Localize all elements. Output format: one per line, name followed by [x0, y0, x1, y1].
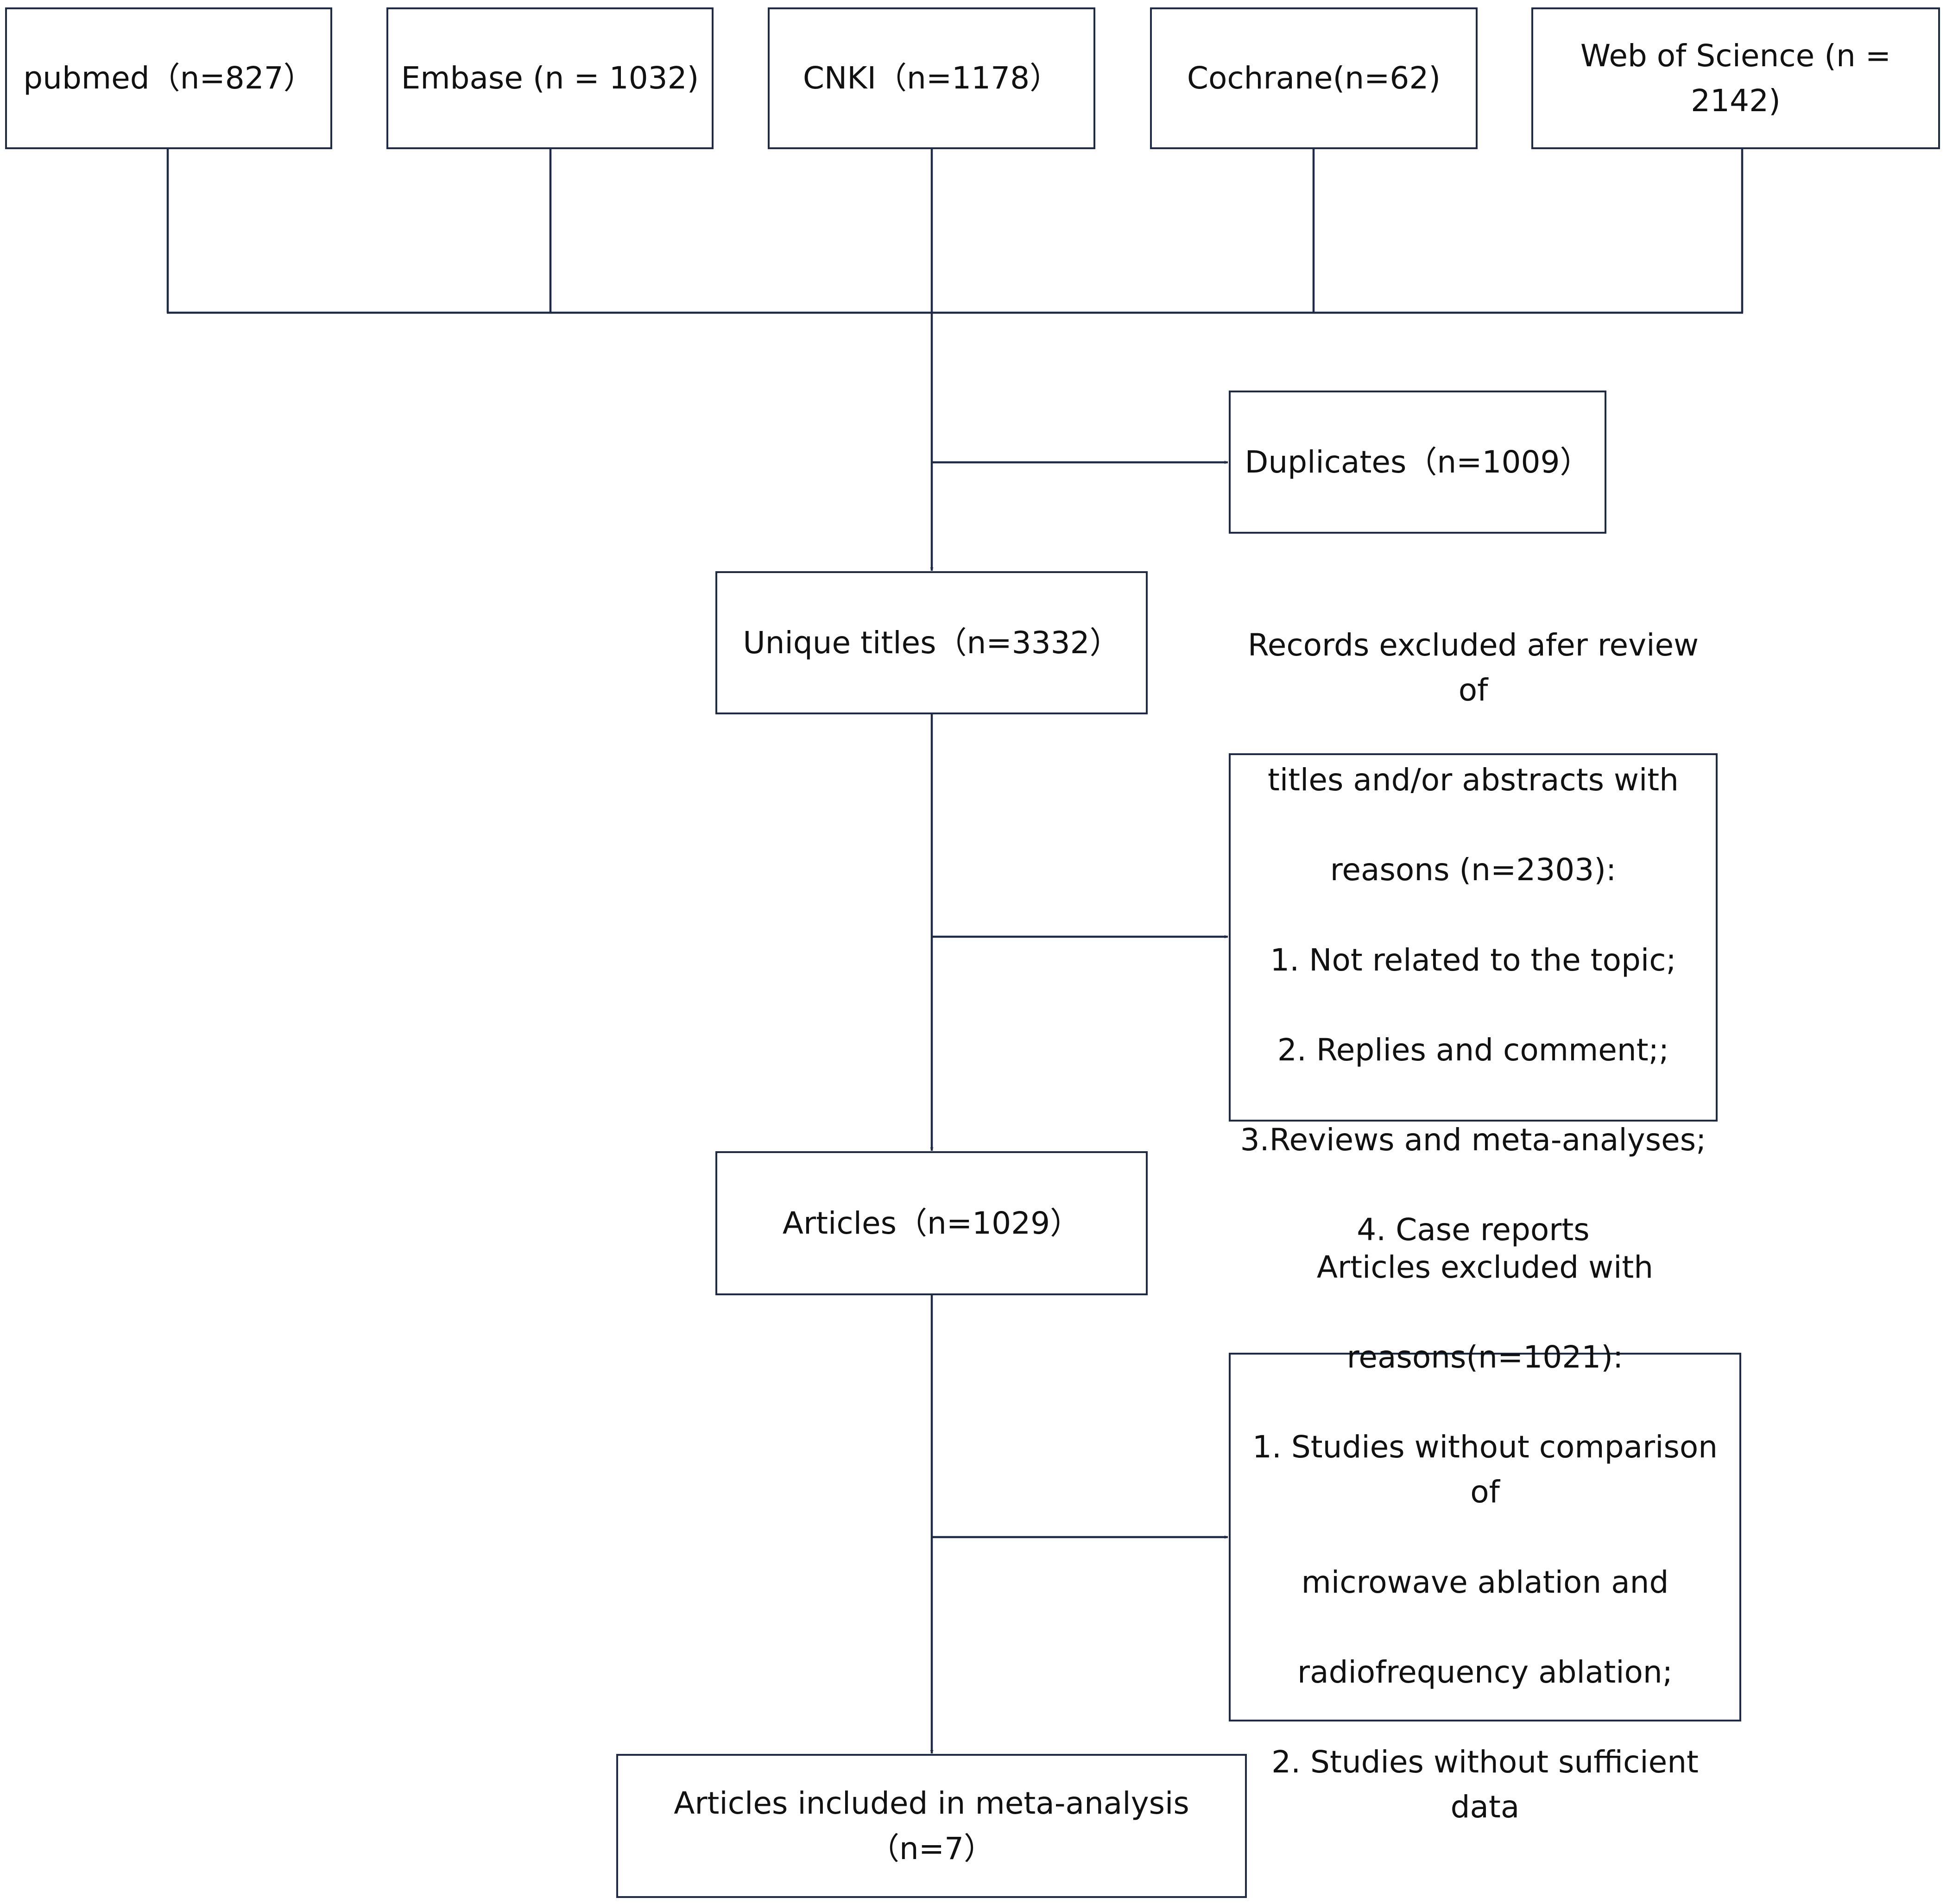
articles-excluded-line: reasons(n=1021):	[1346, 1339, 1624, 1375]
articles-excluded-line: 1. Studies without comparison of	[1252, 1429, 1718, 1510]
source-box-pubmed: pubmed（n=827）	[5, 7, 332, 149]
unique-titles-box: Unique titles（n=3332）	[715, 571, 1148, 714]
articles-excluded-line: Articles excluded with	[1316, 1249, 1654, 1286]
records-excluded-line: 3.Reviews and meta-analyses;	[1240, 1122, 1706, 1158]
records-excluded-line: reasons (n=2303):	[1330, 852, 1617, 888]
articles-excluded-line: microwave ablation and	[1301, 1564, 1669, 1600]
duplicates-box: Duplicates（n=1009）	[1229, 391, 1606, 534]
records-excluded-line: titles and/or abstracts with	[1267, 762, 1679, 798]
source-box-cochrane: Cochrane(n=62)	[1150, 7, 1478, 149]
records-excluded-line: 4. Case reports	[1357, 1211, 1590, 1248]
articles-excluded-line: 2. Studies without sufficient data	[1271, 1744, 1699, 1825]
articles-excluded-box: Articles excluded with reasons(n=1021): …	[1229, 1249, 1741, 1825]
articles-box: Articles（n=1029）	[715, 1151, 1148, 1295]
articles-excluded-text: Articles excluded with reasons(n=1021): …	[1240, 1200, 1730, 1874]
records-excluded-box: Records excluded afer review of titles a…	[1229, 627, 1718, 1248]
source-box-wos: Web of Science (n = 2142)	[1531, 7, 1940, 149]
source-box-cnki: CNKI（n=1178）	[768, 7, 1095, 149]
included-box: Articles included in meta-analysis（n=7）	[616, 1754, 1247, 1898]
source-box-embase: Embase (n = 1032)	[386, 7, 714, 149]
records-excluded-line: 2. Replies and comment;;	[1277, 1032, 1669, 1068]
records-excluded-line: Records excluded afer review of	[1247, 627, 1699, 708]
articles-excluded-line: radiofrequency ablation;	[1297, 1654, 1673, 1690]
records-excluded-line: 1. Not related to the topic;	[1270, 942, 1676, 978]
records-excluded-text: Records excluded afer review of titles a…	[1240, 578, 1706, 1297]
